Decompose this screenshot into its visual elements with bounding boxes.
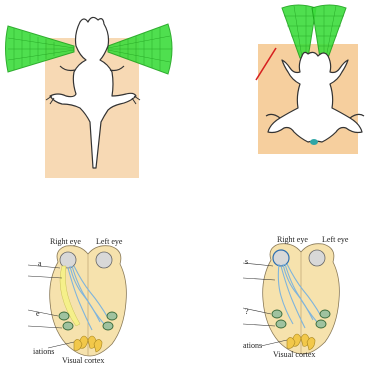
left-eye-globe xyxy=(309,250,325,266)
cut-label-top: s xyxy=(245,258,248,266)
right-eye-label: Right eye xyxy=(50,238,81,246)
visual-cortex-label: Visual cortex xyxy=(273,351,315,359)
left-eye-label: Left eye xyxy=(96,238,122,246)
lateral-vision-illustration xyxy=(0,0,185,185)
visual-pathway-diagram-right: Right eye Left eye s ? ations Visual cor… xyxy=(243,230,365,362)
cut-label-middle: e xyxy=(36,310,40,318)
visual-cortex-label: Visual cortex xyxy=(62,357,104,365)
left-eye-label: Left eye xyxy=(322,236,348,244)
cut-label-top: a xyxy=(38,260,42,268)
right-eye-label: Right eye xyxy=(277,236,308,244)
right-eye-globe xyxy=(60,252,76,268)
binocular-vision-illustration xyxy=(190,0,365,185)
visual-pathway-diagram-left: Right eye Left eye a e iations Visual co… xyxy=(28,232,168,362)
vent-spot xyxy=(310,139,318,145)
radiations-label: ations xyxy=(243,342,262,350)
binocular-vision-animal-panel xyxy=(190,0,365,185)
brain-pathway-illustration xyxy=(28,232,168,362)
right-eye-globe xyxy=(273,250,289,266)
radiations-label: iations xyxy=(33,348,54,356)
lateral-vision-animal-panel xyxy=(0,0,185,185)
cut-label-middle: ? xyxy=(245,308,249,316)
left-eye-globe xyxy=(96,252,112,268)
